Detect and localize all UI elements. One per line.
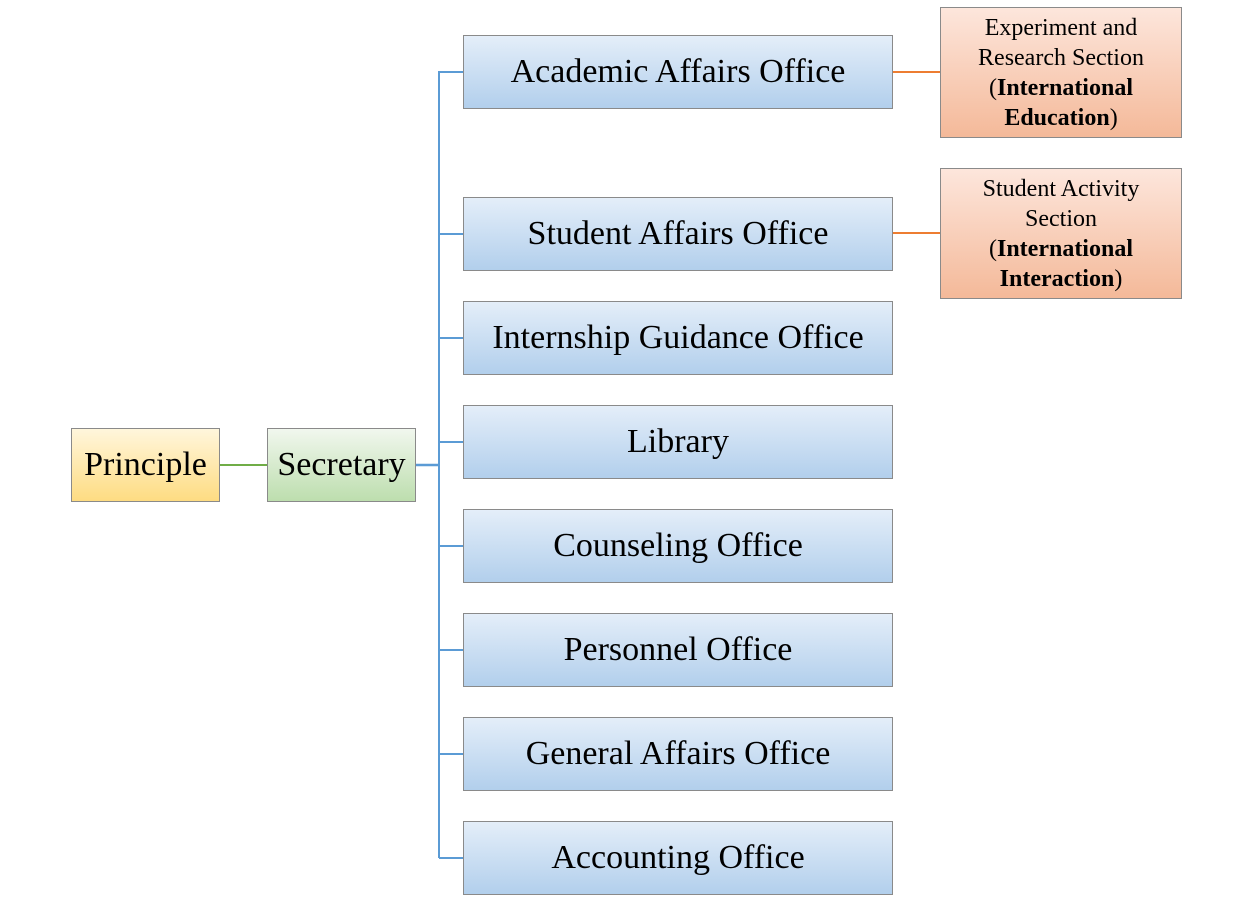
paren: ) xyxy=(1114,265,1123,292)
paren: ( xyxy=(988,74,997,101)
office-student-affairs: Student Affairs Office xyxy=(463,197,893,271)
paren: ( xyxy=(988,235,997,262)
section-line: Student Activity xyxy=(982,175,1140,202)
office-personnel: Personnel Office xyxy=(463,613,893,687)
section-line: Section xyxy=(1025,205,1097,232)
section-line: Experiment and xyxy=(984,14,1138,41)
office-internship-guidance: Internship Guidance Office xyxy=(463,301,893,375)
office-general-affairs: General Affairs Office xyxy=(463,717,893,791)
section-bold: International xyxy=(996,235,1133,262)
office-counseling: Counseling Office xyxy=(463,509,893,583)
section-experiment-research: Experiment and Research Section (Interna… xyxy=(940,7,1182,138)
paren: ) xyxy=(1109,104,1118,131)
office-accounting: Accounting Office xyxy=(463,821,893,895)
secretary-box: Secretary xyxy=(267,428,416,502)
section-student-activity: Student Activity Section (International … xyxy=(940,168,1182,299)
section-line: Research Section xyxy=(978,44,1144,71)
office-library: Library xyxy=(463,405,893,479)
section-bold: Education xyxy=(1004,104,1110,131)
principle-box: Principle xyxy=(71,428,220,502)
section-bold: International xyxy=(996,74,1133,101)
section-bold: Interaction xyxy=(999,265,1115,292)
office-academic-affairs: Academic Affairs Office xyxy=(463,35,893,109)
